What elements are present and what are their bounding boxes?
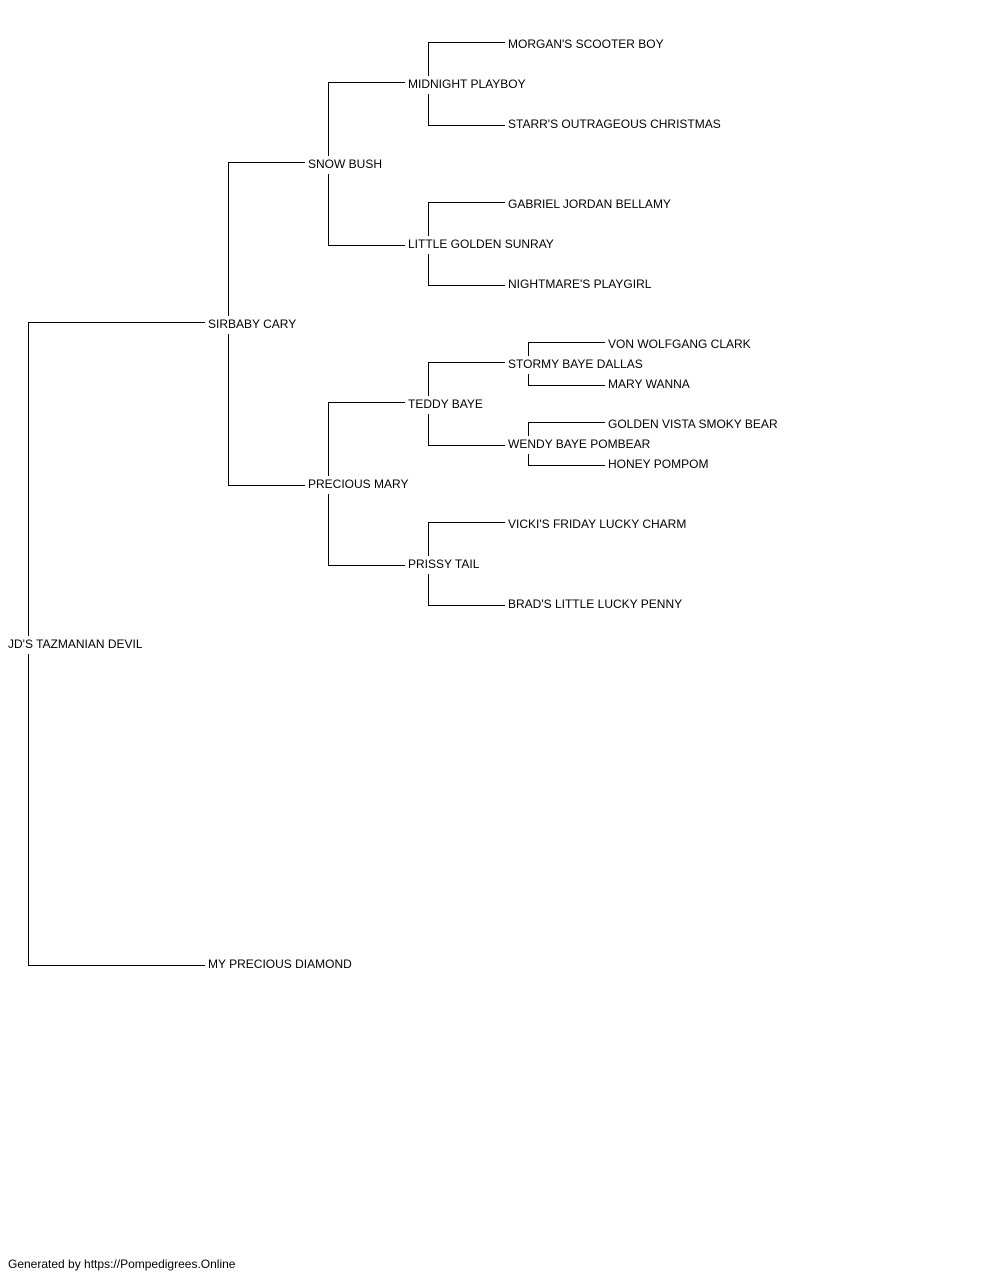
teddy-baye-sire-name: STORMY BAYE DALLAS	[508, 357, 643, 371]
connector-prissytail-sire	[428, 522, 505, 556]
wendy-baye-pombear-dam-name: HONEY POMPOM	[608, 457, 708, 471]
sire-name: SIRBABY CARY	[208, 317, 296, 331]
connector-prissytail-dam	[428, 574, 505, 606]
wendy-baye-pombear-sire-name: GOLDEN VISTA SMOKY BEAR	[608, 417, 778, 431]
sire-sire-name: SNOW BUSH	[308, 157, 382, 171]
connector-wendybayepombear-sire	[528, 422, 605, 436]
snow-bush-sire-name: MIDNIGHT PLAYBOY	[408, 77, 526, 91]
connector-midnightplayboy-sire	[428, 42, 505, 76]
midnight-playboy-dam-name: STARR'S OUTRAGEOUS CHRISTMAS	[508, 117, 721, 131]
connector-preciousmary-prissytail	[328, 494, 405, 566]
connector-midnightplayboy-dam	[428, 94, 505, 126]
name-labels: JD'S TAZMANIAN DEVIL SIRBABY CARY MY PRE…	[8, 37, 778, 971]
prissy-tail-sire-name: VICKI'S FRIDAY LUCKY CHARM	[508, 517, 686, 531]
connector-stormybayedallas-dam	[528, 374, 605, 386]
connector-teddybaye-stormybayedallas	[428, 362, 505, 396]
connector-sirbaby-preciousmary	[228, 334, 305, 486]
dam-name: MY PRECIOUS DIAMOND	[208, 957, 352, 971]
little-golden-sunray-dam-name: NIGHTMARE'S PLAYGIRL	[508, 277, 652, 291]
connector-wendybayepombear-dam	[528, 454, 605, 466]
connector-snowbush-littlegoldensunray	[328, 174, 405, 246]
precious-mary-dam-name: PRISSY TAIL	[408, 557, 480, 571]
connector-snowbush-midnightplayboy	[328, 82, 405, 156]
connector-preciousmary-teddybaye	[328, 402, 405, 476]
connector-subject-dam	[28, 654, 205, 966]
midnight-playboy-sire-name: MORGAN'S SCOOTER BOY	[508, 37, 664, 51]
snow-bush-dam-name: LITTLE GOLDEN SUNRAY	[408, 237, 554, 251]
connector-subject-sire	[28, 322, 205, 636]
sire-dam-name: PRECIOUS MARY	[308, 477, 408, 491]
connector-lines	[28, 42, 605, 966]
connector-teddybaye-wendybayepombear	[428, 414, 505, 446]
connector-sirbaby-snowbush	[228, 162, 305, 316]
subject-name: JD'S TAZMANIAN DEVIL	[8, 637, 143, 651]
prissy-tail-dam-name: BRAD'S LITTLE LUCKY PENNY	[508, 597, 682, 611]
precious-mary-sire-name: TEDDY BAYE	[408, 397, 483, 411]
stormy-baye-dallas-dam-name: MARY WANNA	[608, 377, 690, 391]
generated-by-footer: Generated by https://Pompedigrees.Online	[8, 1257, 236, 1271]
connector-littlegoldensunray-sire	[428, 202, 505, 236]
little-golden-sunray-sire-name: GABRIEL JORDAN BELLAMY	[508, 197, 671, 211]
teddy-baye-dam-name: WENDY BAYE POMBEAR	[508, 437, 651, 451]
stormy-baye-dallas-sire-name: VON WOLFGANG CLARK	[608, 337, 751, 351]
connector-littlegoldensunray-dam	[428, 254, 505, 286]
connector-stormybayedallas-sire	[528, 342, 605, 356]
